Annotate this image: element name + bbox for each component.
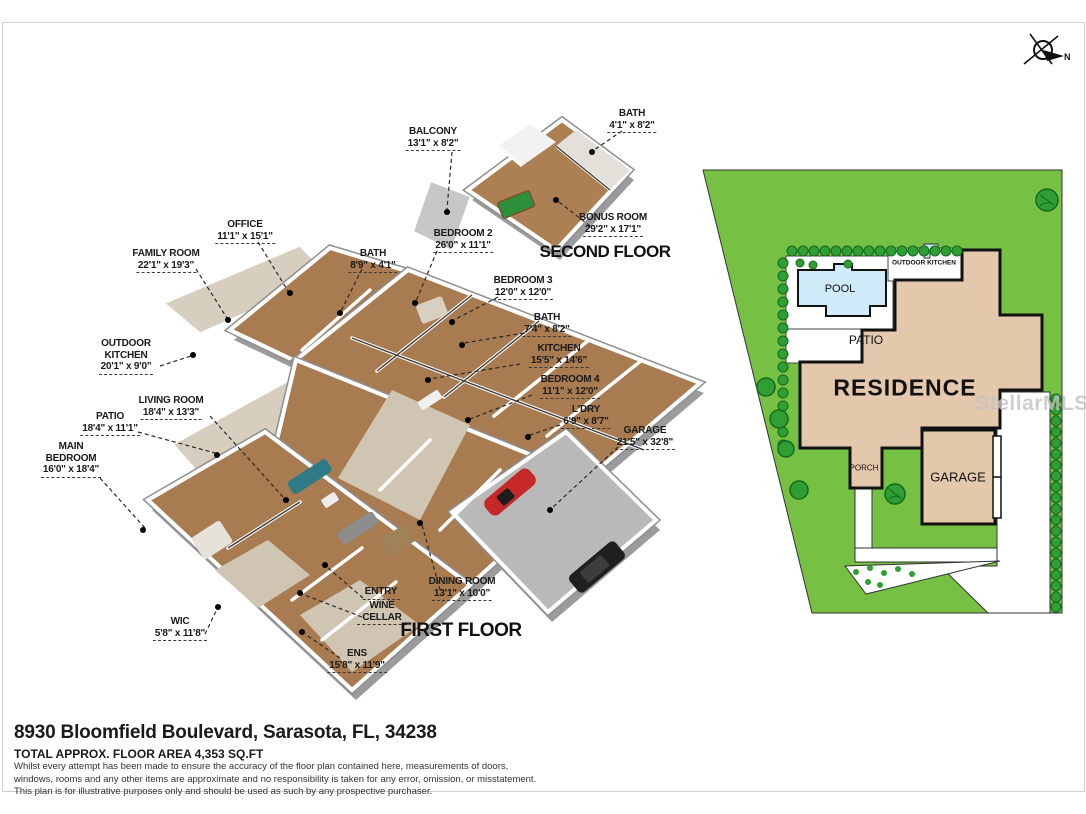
driveway [938, 391, 1051, 614]
disclaimer-line-3: This plan is for illustrative purposes o… [14, 786, 433, 797]
label-bath-b: BATH 7'4" x 8'2" [522, 312, 572, 337]
label-entry: ENTRY [362, 586, 400, 600]
dining-table [381, 524, 415, 556]
label-main-bedroom: MAIN BEDROOM 16'0" x 18'4" [36, 441, 106, 478]
flower-bed-shrubs [853, 565, 915, 588]
garage-walls [448, 429, 659, 615]
wic-tile [215, 540, 310, 608]
wall-caps [227, 294, 645, 549]
coffee-table [321, 492, 339, 508]
label-office: OFFICE 11'1" x 15'1" [215, 219, 275, 244]
shrub-row-top [786, 245, 963, 270]
label-ldry: L'DRY 6'9" x 8'7" [561, 404, 611, 429]
stair-landing [498, 124, 556, 166]
pool-table [497, 190, 536, 219]
disclaimer-line-1: Whilst every attempt has been made to en… [14, 761, 509, 772]
pool [797, 263, 887, 317]
site-label-pool: POOL [824, 283, 856, 295]
label-bedroom2: BEDROOM 2 26'0" x 11'1" [433, 228, 493, 253]
label-family-room: FAMILY ROOM 22'1" x 19'3" [132, 248, 200, 273]
balcony-floor [409, 177, 475, 255]
garage-building [920, 428, 997, 526]
disclaimer-line-2: windows, rooms and any other items are a… [14, 773, 537, 785]
page-border [2, 22, 1085, 792]
bedroom2-bed [416, 296, 448, 324]
kitchen-island [417, 390, 443, 410]
teal-sofa [287, 459, 332, 494]
black-suv-windows [580, 555, 610, 583]
cars [484, 468, 626, 593]
flower-bed [844, 560, 1001, 595]
first-floor-title: FIRST FLOOR [400, 620, 522, 641]
floor-area: TOTAL APPROX. FLOOR AREA 4,353 SQ.FT [14, 747, 264, 761]
hedge-row [1050, 393, 1062, 613]
hallway-tile [338, 390, 470, 520]
ens-tile [300, 580, 420, 672]
footer: 8930 Bloomfield Boulevard, Sarasota, FL,… [14, 722, 536, 799]
label-ens: ENS 15'8" x 11'9" [327, 648, 387, 673]
site-label-porch: PORCH [849, 463, 879, 473]
gray-sofa [337, 511, 379, 545]
label-kitchen: KITCHEN 15'5" x 14'6" [528, 343, 590, 368]
address: 8930 Bloomfield Boulevard, Sarasota, FL,… [14, 722, 437, 743]
label-bath-a: BATH 8'9" x 4'1" [348, 248, 398, 273]
tree-details [888, 194, 1055, 500]
site-label-outdoor-kitchen: OUTDOOR KITCHEN [892, 259, 956, 267]
second-floor-title: SECOND FLOOR [539, 242, 671, 261]
label-patio: PATIO 18'4" x 11'1" [80, 411, 140, 436]
walkway-horizontal [854, 547, 998, 563]
watermark: StellarMLS [975, 392, 1086, 415]
red-car-cabin [496, 488, 515, 506]
residence-building [798, 248, 1044, 490]
label-outdoor-kitchen: OUTDOOR KITCHEN 20'1" x 9'0" [90, 338, 162, 375]
label-living-room: LIVING ROOM 18'4" x 13'3" [138, 395, 204, 420]
label-bedroom3: BEDROOM 3 12'0" x 12'0" [492, 275, 554, 300]
site-label-garage: GARAGE [930, 469, 986, 485]
leader-dots [140, 149, 595, 635]
first-floor-plan [142, 243, 707, 700]
label-bath-2f: BATH 4'1" x 8'2" [607, 108, 657, 133]
label-garage: GARAGE 21'5" x 32'8" [614, 425, 676, 450]
label-bonus-room: BONUS ROOM 29'2" x 17'1" [579, 212, 647, 237]
label-wine-cellar: WINE CELLAR [357, 600, 407, 625]
compass-north-label: N [1064, 52, 1071, 62]
label-bedroom4: BEDROOM 4 11'1" x 12'0" [540, 374, 600, 399]
site-plan [702, 169, 1063, 614]
leader-lines [99, 130, 623, 659]
label-balcony: BALCONY 13'1" x 8'2" [405, 126, 461, 151]
site-label-residence: RESIDENCE [833, 374, 977, 401]
label-wic: WIC 5'8" x 11'8" [152, 616, 208, 641]
bath-2f-tile [556, 130, 630, 190]
wall-cap-2f [555, 145, 611, 191]
label-dining-room: DINING ROOM 13'1" x 10'0" [429, 576, 496, 601]
main-bed [191, 520, 233, 560]
furniture [191, 296, 448, 560]
site-label-patio: PATIO [848, 333, 884, 347]
compass-icon [1023, 33, 1064, 65]
